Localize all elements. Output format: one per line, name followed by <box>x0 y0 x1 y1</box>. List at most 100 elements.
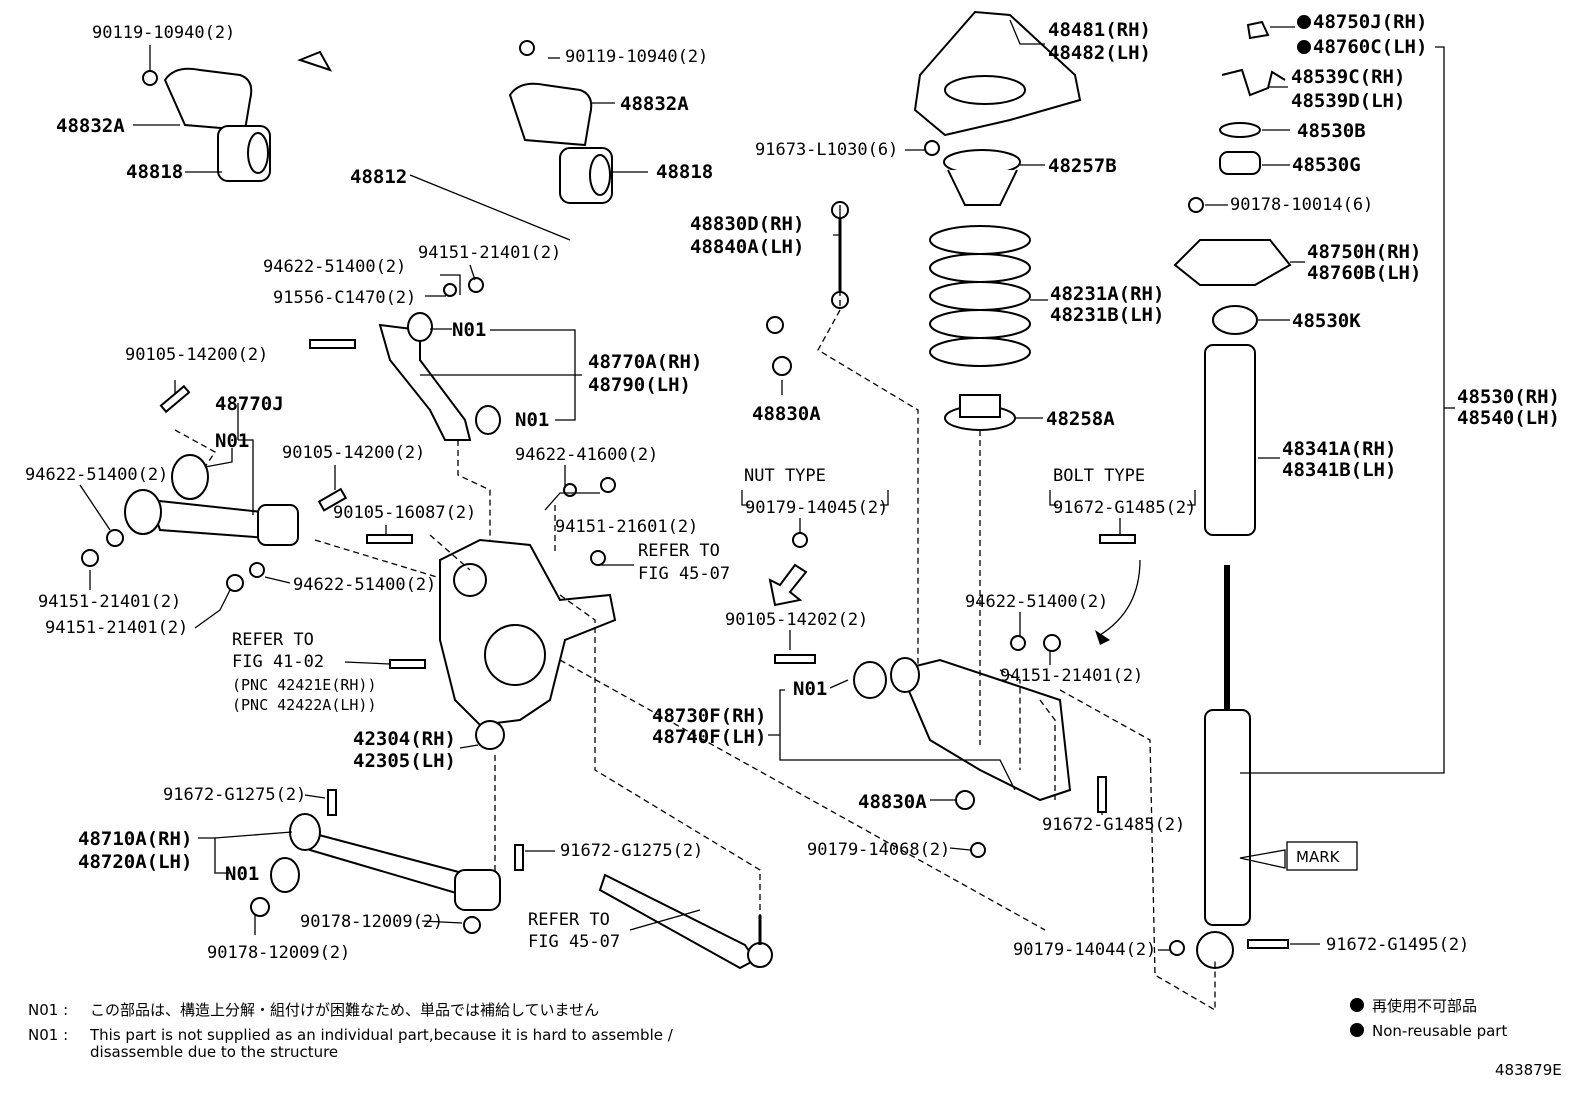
label-48830d-rh: 48830D(RH) <box>690 213 804 235</box>
label-48231a-rh: 48231A(RH) <box>1050 283 1164 305</box>
label-90179-14045: 90179-14045(2) <box>745 498 888 518</box>
label-48530-rh: 48530(RH) <box>1457 386 1560 408</box>
shock-absorber-48530-icon <box>1196 565 1251 969</box>
n01-note: N01 : この部品は、構造上分解・組付けが困難なため、単品では補給していません… <box>28 1001 674 1061</box>
label-48530g: 48530G <box>1292 154 1361 176</box>
legend-dot-en <box>1350 1023 1364 1037</box>
label-48539c-rh: 48539C(RH) <box>1291 66 1405 88</box>
n01-note-prefix-ja: N01 : <box>28 1001 68 1019</box>
toe-rod-icon <box>598 873 773 970</box>
label-94151-left-a: 94151-21401(2) <box>38 592 181 612</box>
label-94622-right: 94622-51400(2) <box>965 592 1108 612</box>
label-48818-right: 48818 <box>656 161 713 183</box>
label-n01-d: N01 <box>225 863 259 885</box>
label-94151-right: 94151-21401(2) <box>1000 666 1143 686</box>
lower-arm-48730f-icon <box>853 657 1072 802</box>
label-90105-16087: 90105-16087(2) <box>333 503 476 523</box>
label-48770j: 48770J <box>215 393 284 415</box>
label-48750j-rh: 48750J(RH) <box>1313 11 1427 33</box>
label-n01-c: N01 <box>215 430 249 452</box>
label-bolt-type: BOLT TYPE <box>1053 466 1145 486</box>
legend-en: Non-reusable part <box>1372 1022 1507 1040</box>
legend: 再使用不可部品 Non-reusable part <box>1350 997 1507 1040</box>
part-labels: 90119-10940(2) 48832A 48818 48812 90119-… <box>25 11 1560 963</box>
label-42305-lh: 42305(LH) <box>353 750 456 772</box>
label-48770a-rh: 48770A(RH) <box>588 351 702 373</box>
label-48818-left: 48818 <box>126 161 183 183</box>
non-reusable-marker-48750j <box>1297 15 1311 29</box>
legend-dot-ja <box>1350 998 1364 1012</box>
stabilizer-bracket-right-icon <box>508 82 613 204</box>
label-mark: MARK <box>1296 848 1341 866</box>
label-48760b-lh: 48760B(LH) <box>1307 262 1421 284</box>
label-42304-rh: 42304(RH) <box>353 728 456 750</box>
label-pnc-lh: (PNC 42422A(LH)) <box>232 696 377 714</box>
label-48840a-lh: 48840A(LH) <box>690 236 804 258</box>
label-94622-top: 94622-51400(2) <box>263 257 406 277</box>
label-48540-lh: 48540(LH) <box>1457 407 1560 429</box>
lower-arm-48710a-icon <box>270 813 501 911</box>
label-refer-45-07-b-2: FIG 45-07 <box>528 932 620 952</box>
label-48482-lh: 48482(LH) <box>1048 42 1151 64</box>
label-48720a-lh: 48720A(LH) <box>78 851 192 873</box>
label-90105-14202: 90105-14202(2) <box>725 610 868 630</box>
label-48481-rh: 48481(RH) <box>1048 19 1151 41</box>
label-n01-e: N01 <box>793 678 827 700</box>
dust-boot-48341a-icon <box>1204 344 1256 536</box>
label-90178-12009-b: 90178-12009(2) <box>207 943 350 963</box>
label-48790-lh: 48790(LH) <box>588 374 691 396</box>
label-refer-41-02-2: FIG 41-02 <box>232 652 324 672</box>
n01-note-ja: この部品は、構造上分解・組付けが困難なため、単品では補給していません <box>90 1001 599 1019</box>
label-48740f-lh: 48740F(LH) <box>652 726 766 748</box>
label-94151-left-b: 94151-21401(2) <box>45 618 188 638</box>
label-48341b-lh: 48341B(LH) <box>1282 459 1396 481</box>
label-48341a-rh: 48341A(RH) <box>1282 438 1396 460</box>
label-90119-b: 90119-10940(2) <box>565 47 708 67</box>
label-refer-41-02-1: REFER TO <box>232 630 314 650</box>
label-refer-45-07-a-1: REFER TO <box>638 541 720 561</box>
upper-insulator-48257b-icon <box>943 149 1021 206</box>
label-94622-left: 94622-51400(2) <box>25 465 168 485</box>
n01-note-en-1: This part is not supplied as an individu… <box>89 1026 674 1044</box>
non-reusable-marker-48760c <box>1297 40 1311 54</box>
label-48530k: 48530K <box>1292 310 1361 332</box>
label-91673: 91673-L1030(6) <box>755 140 898 160</box>
label-48730f-rh: 48730F(RH) <box>652 705 766 727</box>
label-91672-g1275-a: 91672-G1275(2) <box>163 785 306 805</box>
upper-support-48481-icon <box>913 10 1082 137</box>
label-94622-mid: 94622-51400(2) <box>293 575 436 595</box>
label-refer-45-07-b-1: REFER TO <box>528 910 610 930</box>
label-94151-top: 94151-21401(2) <box>418 243 561 263</box>
label-91672-g1485-a: 91672-G1485(2) <box>1053 498 1196 518</box>
arm-48770j-icon <box>124 454 299 546</box>
label-48832a-right: 48832A <box>620 93 689 115</box>
label-91672-g1275-b: 91672-G1275(2) <box>560 841 703 861</box>
label-91556: 91556-C1470(2) <box>273 288 416 308</box>
label-48760c-lh: 48760C(LH) <box>1313 36 1427 58</box>
label-90179-14044: 90179-14044(2) <box>1013 940 1156 960</box>
label-n01-a: N01 <box>452 319 486 341</box>
upper-arm-48770a-icon <box>378 312 501 441</box>
label-48750h-rh: 48750H(RH) <box>1307 241 1421 263</box>
label-48530b: 48530B <box>1297 120 1366 142</box>
label-48830a-bottom: 48830A <box>858 791 927 813</box>
label-90179-14068: 90179-14068(2) <box>807 840 950 860</box>
label-91672-g1495: 91672-G1495(2) <box>1326 935 1469 955</box>
label-90178-12009-a: 90178-12009(2) <box>300 912 443 932</box>
legend-ja: 再使用不可部品 <box>1372 997 1477 1015</box>
label-refer-45-07-a-2: FIG 45-07 <box>638 564 730 584</box>
leader-lines <box>79 19 1455 951</box>
coil-spring-48231a-icon <box>929 225 1031 367</box>
label-48830a-top: 48830A <box>752 403 821 425</box>
label-94622-41600: 94622-41600(2) <box>515 445 658 465</box>
label-nut-type: NUT TYPE <box>744 466 826 486</box>
label-90105-14200-a: 90105-14200(2) <box>125 345 268 365</box>
label-n01-b: N01 <box>515 409 549 431</box>
direction-arrows <box>768 559 1141 645</box>
n01-note-en-2: disassemble due to the structure <box>90 1043 338 1061</box>
label-94151-21601: 94151-21601(2) <box>555 517 698 537</box>
label-48710a-rh: 48710A(RH) <box>78 828 192 850</box>
label-48832a-left: 48832A <box>56 115 125 137</box>
label-48231b-lh: 48231B(LH) <box>1050 304 1164 326</box>
